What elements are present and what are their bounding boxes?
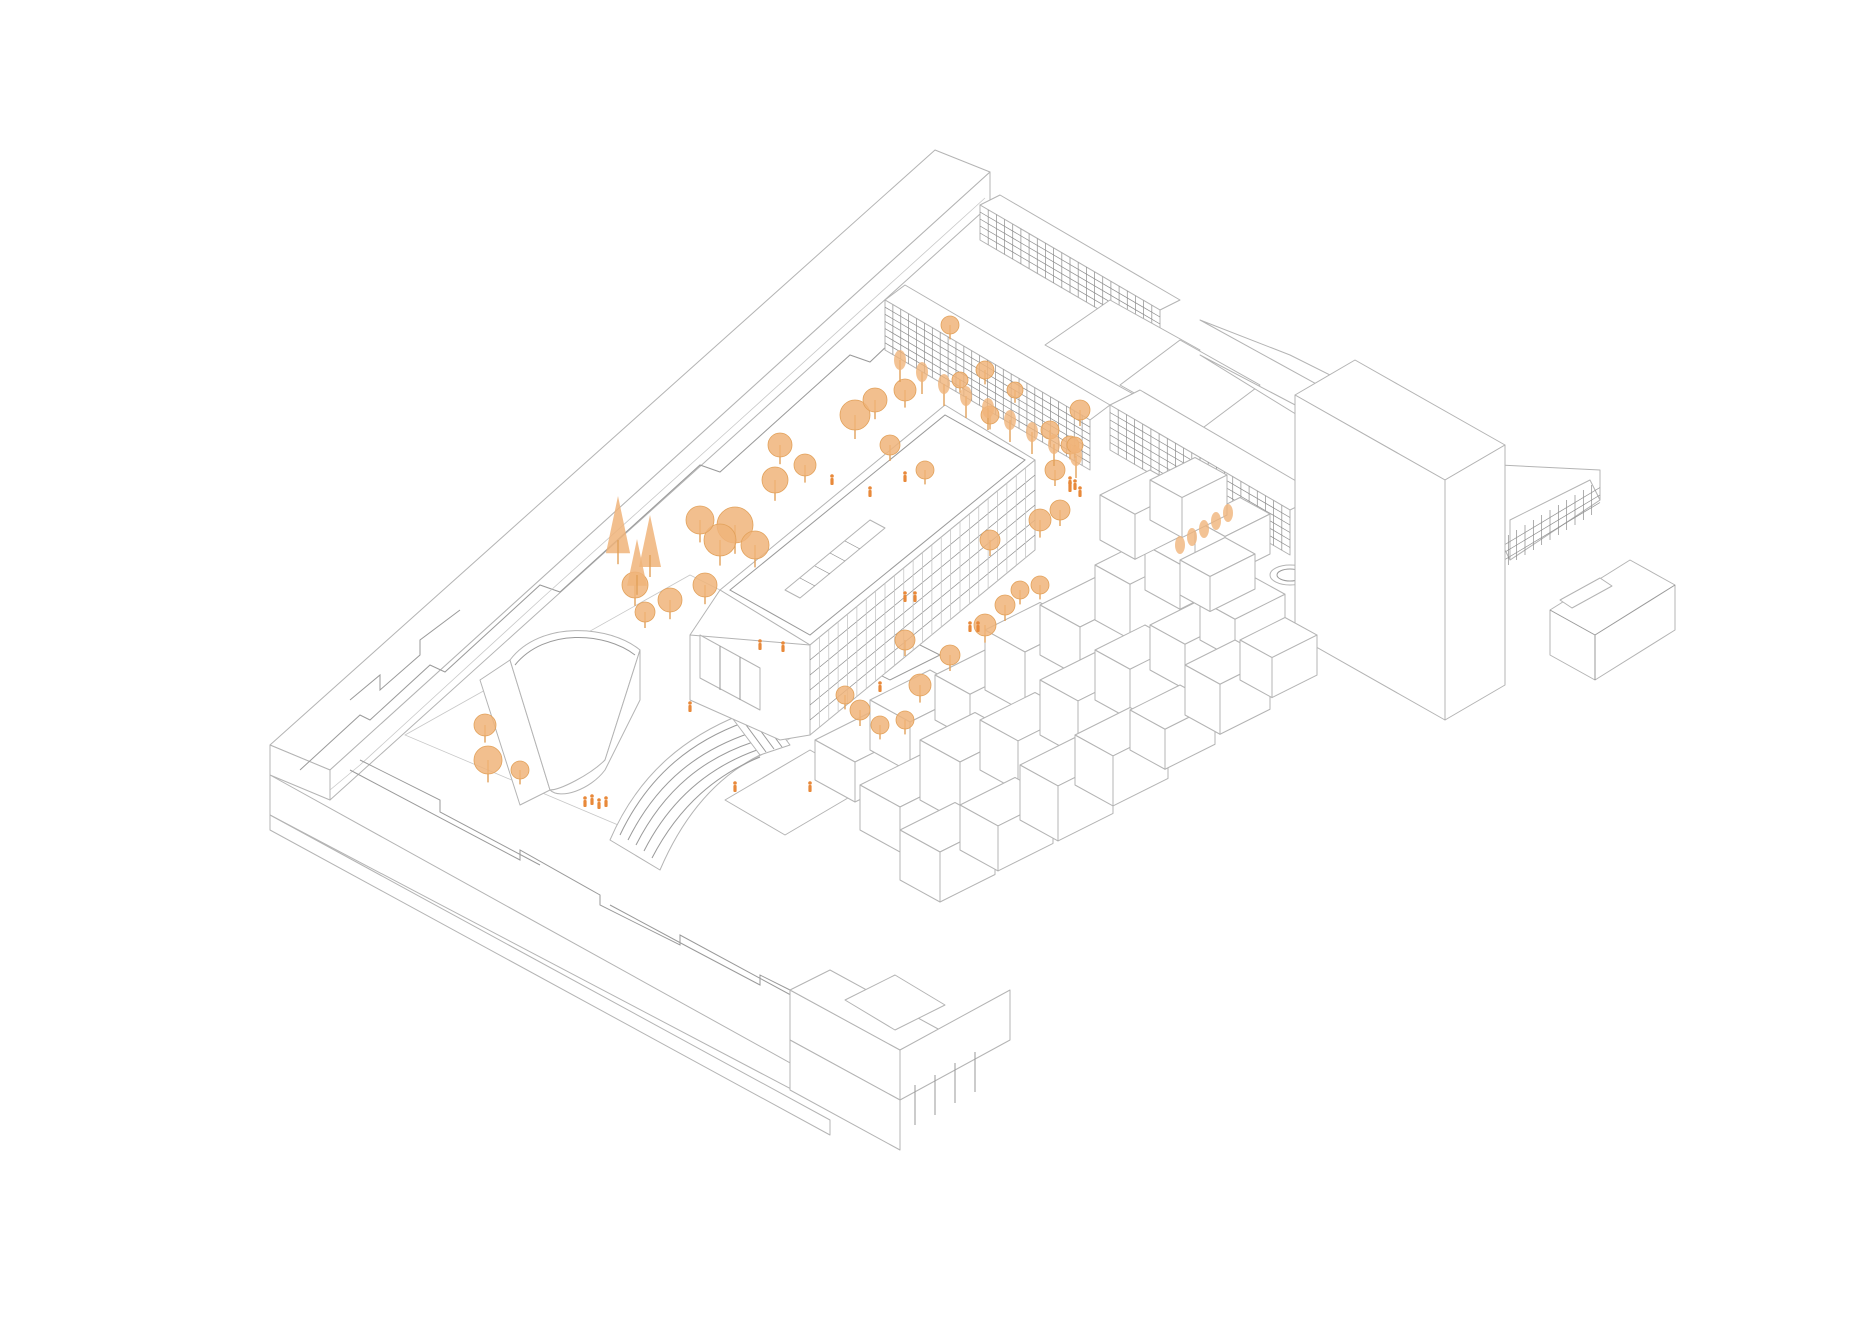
person [868, 486, 872, 497]
tree [879, 434, 901, 461]
courtyard-blocks [814, 457, 1318, 903]
tree [1030, 575, 1050, 600]
person [688, 701, 692, 712]
people [583, 471, 1082, 809]
tree [473, 745, 503, 783]
person [733, 781, 737, 792]
tree [895, 710, 915, 735]
tree [793, 453, 817, 483]
tree [994, 594, 1016, 621]
tree [916, 362, 928, 394]
tree [982, 398, 994, 430]
courtyard-block [1149, 457, 1228, 539]
tree [1187, 528, 1197, 546]
tree [1026, 422, 1038, 454]
tree [940, 315, 960, 340]
person [903, 591, 907, 602]
tree [634, 601, 656, 628]
tree [1069, 399, 1091, 426]
tower [1294, 359, 1506, 721]
tree [473, 713, 497, 743]
tree [870, 715, 890, 740]
tree [835, 685, 855, 710]
person [583, 796, 587, 807]
tree [1010, 580, 1030, 605]
tree [761, 466, 789, 501]
person [590, 794, 594, 805]
tree [939, 644, 961, 671]
courtyard-block [1239, 617, 1318, 699]
person [758, 639, 762, 650]
main-building [689, 404, 1036, 741]
tree [894, 350, 906, 382]
tree [1199, 520, 1209, 538]
tree [839, 399, 871, 439]
tree [862, 387, 888, 420]
person [913, 591, 917, 602]
tree [893, 378, 917, 408]
tree [657, 587, 683, 620]
tree [1211, 512, 1221, 530]
tree [979, 529, 1001, 556]
conifer-tree [627, 539, 647, 595]
person [903, 471, 907, 482]
person [1073, 479, 1077, 490]
conifer-tree [639, 515, 661, 577]
person [1078, 486, 1082, 497]
tree [767, 432, 793, 465]
person [878, 681, 882, 692]
tree [960, 386, 972, 418]
small-house [1549, 559, 1676, 681]
person [597, 798, 601, 809]
courtyard-block [1179, 537, 1256, 612]
tree [685, 505, 715, 543]
tree [1004, 410, 1016, 442]
tree [951, 371, 969, 393]
tree [1048, 434, 1060, 466]
tree [1175, 536, 1185, 554]
person [808, 781, 812, 792]
person [1068, 481, 1072, 492]
tree [975, 360, 995, 385]
conifer-tree [605, 496, 631, 565]
tree [510, 760, 530, 785]
tree [938, 374, 950, 406]
tree [1049, 499, 1071, 526]
oval-hall [479, 630, 641, 806]
tree [1223, 504, 1233, 522]
person [968, 621, 972, 632]
trees [473, 315, 1233, 785]
person [604, 796, 608, 807]
tree [1070, 446, 1082, 478]
tree [692, 572, 718, 605]
tree [1044, 459, 1066, 486]
person [781, 641, 785, 652]
person [976, 621, 980, 632]
tree [703, 523, 737, 566]
tree [1028, 508, 1052, 538]
person [830, 474, 834, 485]
tree [740, 530, 770, 568]
tree [849, 699, 871, 726]
tree [915, 460, 935, 485]
perimeter-block [269, 149, 1011, 1151]
tree [1006, 381, 1024, 403]
tree [894, 629, 916, 656]
tree [908, 673, 932, 703]
